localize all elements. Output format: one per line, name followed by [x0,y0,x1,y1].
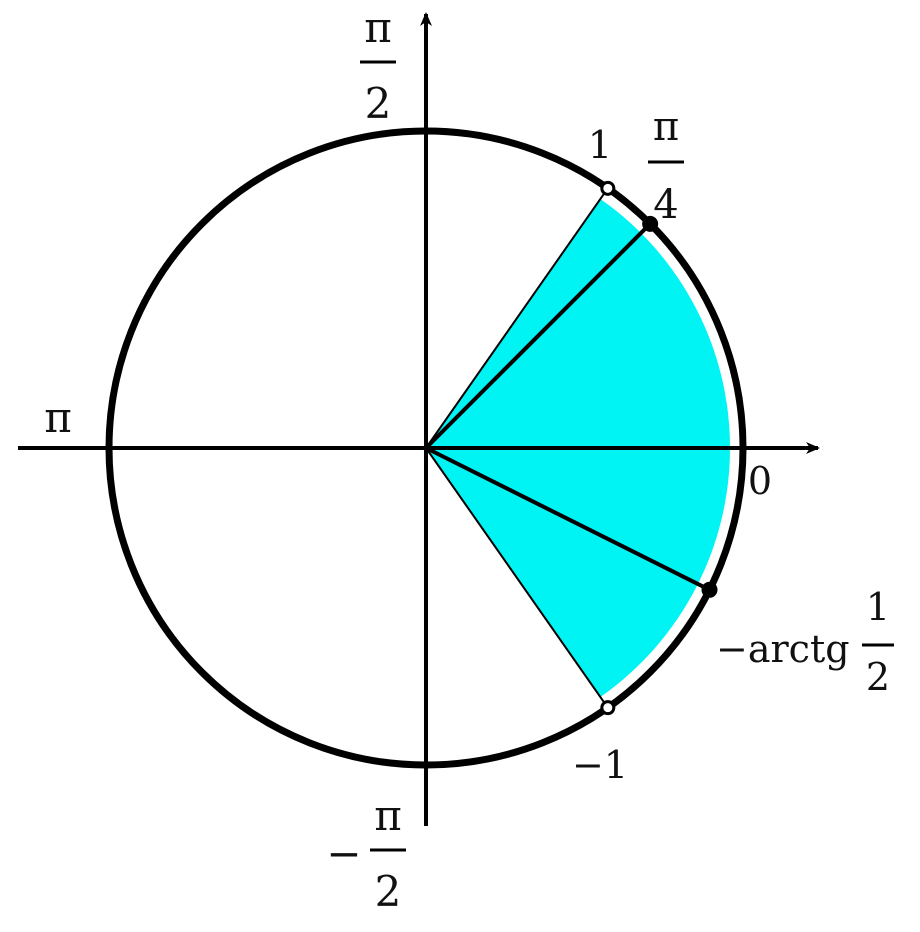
label-pi-quarter-den: 4 [653,182,678,228]
label-one: 1 [588,123,612,167]
ray-line [425,446,711,592]
label-minus-arctg-half: −arctg 1 2 [716,585,894,699]
unit-circle [105,127,747,769]
label-arctg-den: 2 [866,655,890,699]
label-minus-pi-half-den: 2 [375,867,402,916]
label-pi-half-num: π [364,3,392,52]
label-minus-one: −1 [572,743,628,787]
label-zero: 0 [748,459,772,503]
open-point [600,180,616,196]
filled-point [642,215,659,232]
label-pi-half-den: 2 [365,79,392,128]
label-pi-quarter: π 4 [648,104,684,228]
circle-points [600,180,718,716]
filled-point [701,581,718,598]
label-minus-pi-half-num: π [374,791,402,840]
label-arctg-num: 1 [866,585,890,629]
ray-line [425,187,609,449]
label-pi: π [44,393,72,442]
open-point [600,700,616,716]
ray-line [425,447,609,709]
label-pi-half-top: π 2 [360,3,396,128]
label-minus-sign: − [326,829,361,878]
label-arctg-prefix: −arctg [716,627,850,671]
label-minus-pi-half: − π 2 [326,791,406,916]
ray-line [424,222,652,450]
label-pi-quarter-num: π [653,104,679,150]
